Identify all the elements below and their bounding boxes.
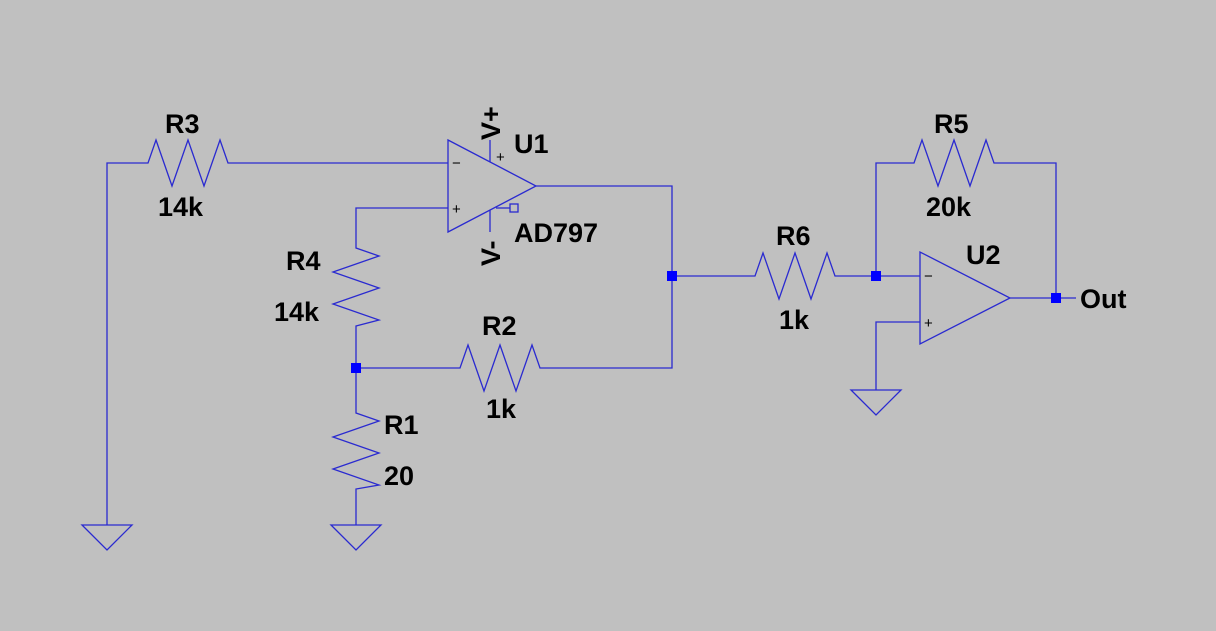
u1-plus-mark: + <box>452 201 461 218</box>
u1-vminus-label: V- <box>476 240 506 266</box>
u1-name: U1 <box>514 129 549 159</box>
junction-node-out <box>1051 293 1061 303</box>
wire-r5-right <box>998 162 1057 298</box>
wires <box>106 162 1076 525</box>
r4-value: 14k <box>274 297 320 327</box>
u2-minus-mark: − <box>924 268 933 285</box>
ground-symbol-u2 <box>849 389 903 416</box>
wire-u2-plus-ground <box>875 321 920 390</box>
r4-name: R4 <box>286 246 321 276</box>
r5-name: R5 <box>934 109 969 139</box>
out-net-label: Out <box>1080 284 1127 314</box>
resistor-r5[interactable] <box>910 138 998 188</box>
u1-vplus-pin-mark: + <box>496 149 505 166</box>
u1-part: AD797 <box>514 218 598 248</box>
r6-name: R6 <box>776 221 811 251</box>
r5-value: 20k <box>926 192 972 222</box>
r3-value: 14k <box>158 192 204 222</box>
opamp-u2[interactable] <box>919 250 1012 346</box>
r3-name: R3 <box>165 109 200 139</box>
u2-plus-mark: + <box>924 315 933 332</box>
junction-node-u1-out <box>667 271 677 281</box>
wire-r2-node <box>547 276 673 369</box>
wire-u1-plus-r4 <box>355 207 448 240</box>
junction-node-r4-r1-r2 <box>351 363 361 373</box>
wire-u1-out <box>536 185 673 276</box>
r1-name: R1 <box>384 410 419 440</box>
r1-value: 20 <box>384 461 414 491</box>
wire-r3-ground <box>106 162 140 525</box>
r2-value: 1k <box>486 394 517 424</box>
r2-name: R2 <box>482 311 517 341</box>
ground-symbol-r1 <box>329 524 383 551</box>
opamp-u1[interactable] <box>447 138 538 234</box>
ground-symbol-left <box>80 524 134 551</box>
u2-name: U2 <box>966 240 1001 270</box>
resistor-r1[interactable] <box>331 405 382 493</box>
resistor-r2[interactable] <box>455 343 547 393</box>
resistor-r4[interactable] <box>331 240 382 330</box>
wire-r5-left <box>875 162 910 276</box>
u1-vplus-label: V+ <box>476 106 506 140</box>
junction-node-u2-minus <box>871 271 881 281</box>
u1-minus-mark: − <box>452 155 461 172</box>
r6-value: 1k <box>779 305 810 335</box>
resistor-r3[interactable] <box>140 138 232 188</box>
resistor-r6[interactable] <box>750 251 842 301</box>
